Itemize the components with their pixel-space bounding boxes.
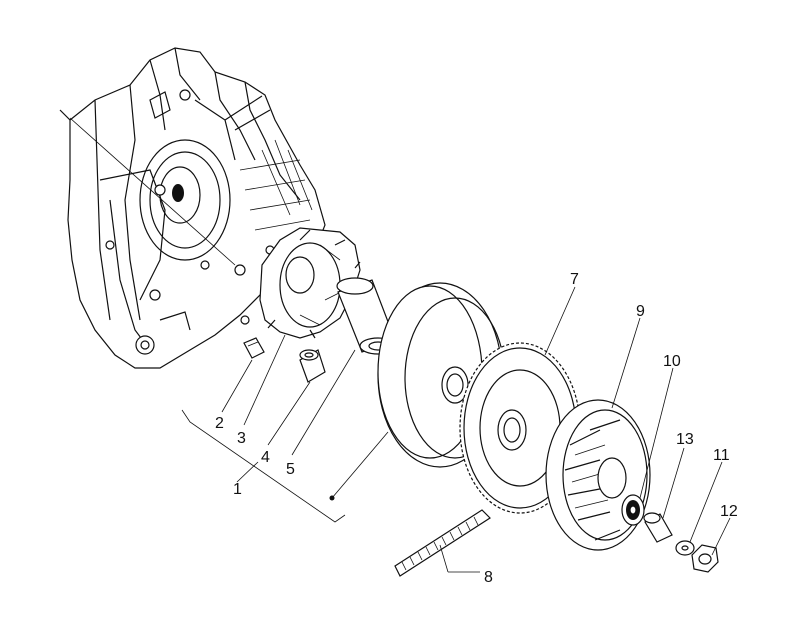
part-4-bushing <box>299 349 326 383</box>
part-1-pulley <box>377 282 506 468</box>
label-part-9: 9 <box>636 303 645 320</box>
label-part-2: 2 <box>215 415 224 432</box>
part-labels: 1 2 3 4 5 7 8 9 10 11 12 13 <box>215 271 738 586</box>
part-8-spring <box>394 509 491 577</box>
part-5-sleeve <box>336 277 397 355</box>
part-12-nut <box>691 544 719 573</box>
label-part-4: 4 <box>261 449 270 466</box>
label-part-1: 1 <box>233 481 242 498</box>
label-part-13: 13 <box>676 431 694 448</box>
part-13-spacer <box>643 512 673 543</box>
label-part-8: 8 <box>484 569 493 586</box>
leader-lines <box>181 286 731 573</box>
part-3-ramp-plate <box>259 227 361 339</box>
label-part-5: 5 <box>286 461 295 478</box>
part-2-slider <box>243 337 265 359</box>
part-11-washer <box>675 540 695 556</box>
part-10-bearing <box>621 494 645 526</box>
label-part-12: 12 <box>720 503 738 520</box>
label-part-10: 10 <box>663 353 681 370</box>
label-part-7: 7 <box>570 271 579 288</box>
label-part-11: 11 <box>713 447 730 464</box>
label-part-3: 3 <box>237 430 246 447</box>
part-9-drive-face <box>545 399 651 551</box>
